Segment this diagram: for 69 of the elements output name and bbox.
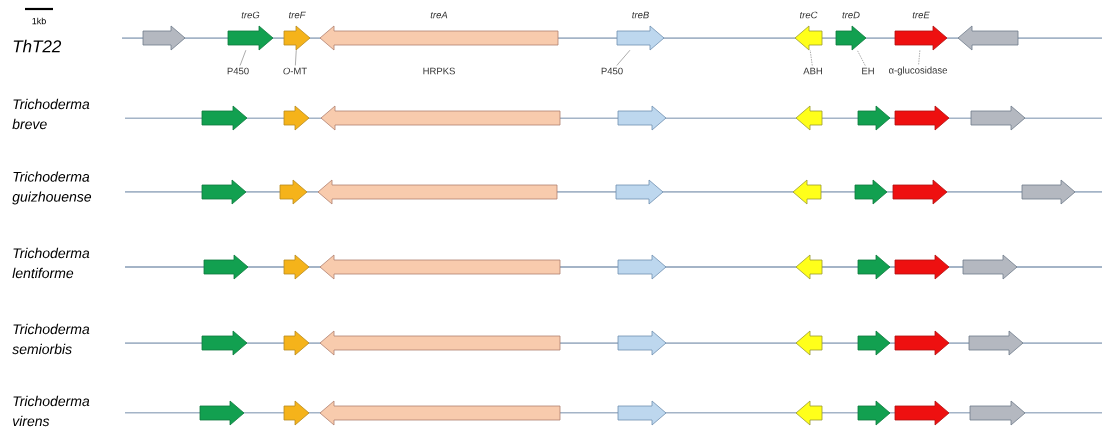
leader-line — [918, 49, 921, 65]
gene-symbol — [969, 400, 1026, 426]
gene-symbol — [795, 254, 823, 280]
function-label: EH — [862, 67, 874, 75]
gene-symbol — [279, 179, 308, 205]
gene-symbol — [617, 254, 667, 280]
gene-symbol — [283, 254, 310, 280]
gene-symbol — [617, 400, 667, 426]
gene-symbol — [795, 105, 823, 131]
function-label: α-glucosidase — [889, 66, 947, 76]
gene-symbol — [617, 105, 667, 131]
leader-line — [239, 49, 247, 66]
gene-symbol — [203, 254, 249, 280]
function-label: HRPKS — [423, 67, 455, 75]
gene-symbol — [892, 179, 948, 205]
gene-symbol — [894, 400, 950, 426]
gene-symbol — [201, 105, 248, 131]
gene-symbol — [201, 179, 247, 205]
gene-symbol — [857, 105, 891, 131]
leader-line — [809, 49, 813, 66]
leader-line — [295, 49, 297, 66]
gene-symbol — [894, 105, 950, 131]
gene-symbol — [142, 25, 186, 51]
gene-symbol — [199, 400, 245, 426]
gene-symbol — [617, 330, 667, 356]
gene-symbol — [957, 25, 1019, 51]
gene-symbol — [792, 179, 822, 205]
gene-name: treB — [632, 11, 649, 19]
gene-symbol — [319, 330, 561, 356]
scale-label: 1kb — [32, 17, 46, 25]
species-name: Trichoderma breve — [12, 98, 90, 130]
gene-symbol — [201, 330, 248, 356]
function-label: P450 — [601, 67, 623, 75]
gene-name: treA — [430, 11, 448, 19]
function-label: ABH — [803, 67, 822, 75]
gene-symbol — [283, 400, 310, 426]
gene-symbol — [319, 400, 561, 426]
gene-name: treC — [800, 11, 818, 19]
species-name: Trichoderma guizhouense — [12, 171, 92, 205]
gene-symbol — [615, 179, 664, 205]
gene-symbol — [968, 330, 1024, 356]
function-label: O-MT — [283, 67, 307, 75]
gene-name: treD — [842, 11, 860, 19]
leader-line — [616, 49, 631, 66]
gene-symbol — [894, 254, 950, 280]
gene-symbol — [857, 330, 891, 356]
gene-symbol — [283, 105, 310, 131]
species-name: Trichoderma virens — [12, 395, 90, 427]
gene-name: treE — [912, 11, 930, 19]
gene-name: treF — [289, 11, 306, 19]
gene-symbol — [320, 105, 561, 131]
gene-symbol — [894, 330, 950, 356]
gene-symbol — [857, 254, 891, 280]
gene-symbol — [317, 179, 558, 205]
gene-symbol — [795, 400, 823, 426]
gene-symbol — [962, 254, 1018, 280]
strain-name: ThT22 — [13, 39, 62, 53]
gene-symbol — [795, 330, 823, 356]
gene-symbol — [283, 330, 310, 356]
leader-line — [857, 49, 866, 66]
species-name: Trichoderma lentiforme — [12, 247, 90, 279]
gene-symbol — [970, 105, 1026, 131]
species-name: Trichoderma semiorbis — [12, 323, 90, 355]
function-label: P450 — [227, 67, 249, 75]
gene-symbol — [319, 254, 561, 280]
gene-name: treG — [241, 11, 260, 19]
gene-symbol — [854, 179, 888, 205]
gene-symbol — [857, 400, 891, 426]
gene-symbol — [1021, 179, 1076, 205]
